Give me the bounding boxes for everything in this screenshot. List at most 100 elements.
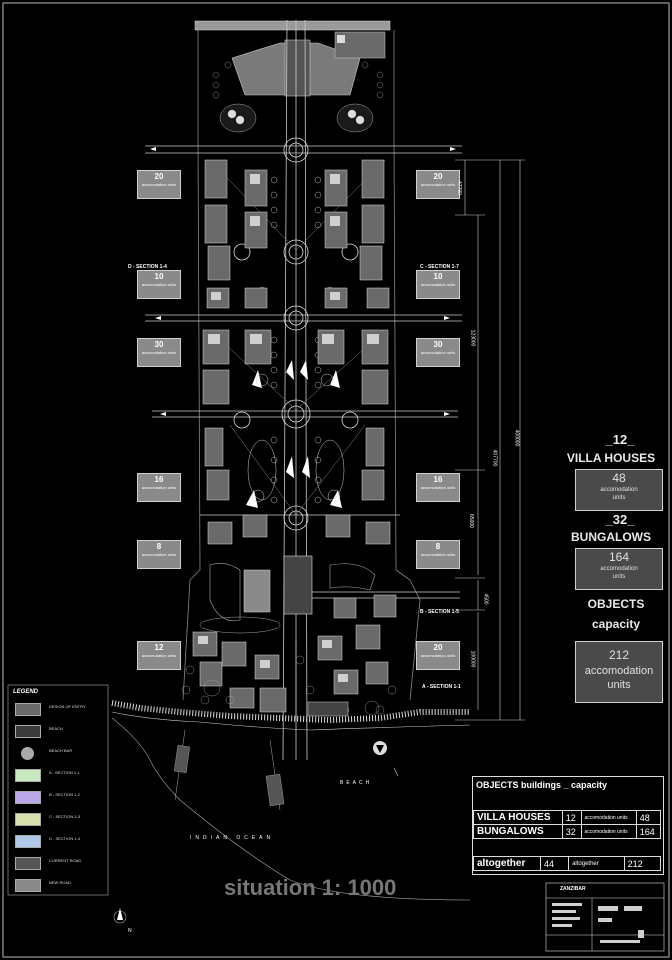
section-text: accomodation units bbox=[420, 653, 456, 658]
section-tag-a: A - SECTION 1-1 bbox=[422, 684, 461, 690]
dimension-text: 407700 bbox=[491, 449, 498, 467]
table-row: VILLA HOUSES 12 accomodation units 48 bbox=[473, 810, 662, 825]
legend-label: D - SECTION 1-4 bbox=[49, 836, 81, 841]
title-block-project: ZANZIBAR bbox=[560, 886, 586, 892]
total-units-text: accomodation units bbox=[584, 665, 654, 691]
site-outline-left bbox=[182, 30, 201, 701]
dimension-text: 123000 bbox=[469, 329, 476, 347]
legend-item: DESIGN OF ENTRY bbox=[15, 700, 110, 718]
bungalow-units-box: 164 accomodation units bbox=[575, 548, 663, 590]
legend-item: NEW ROAD bbox=[15, 876, 110, 894]
section-text: accomodation units bbox=[420, 282, 456, 287]
ocean-label: INDIAN OCEAN bbox=[190, 835, 275, 841]
legend-frame bbox=[7, 684, 109, 896]
total-units: 212 bbox=[623, 856, 662, 871]
dimension-lines bbox=[455, 159, 525, 721]
summary-table-frame: OBJECTS buildings _ capacity bbox=[472, 776, 664, 875]
dimension-text: 4500 bbox=[482, 593, 489, 605]
dimension-text: 100000 bbox=[469, 650, 476, 668]
total-units-box: 212 accomodation units bbox=[575, 641, 663, 703]
row-unit-text: accomodation units bbox=[580, 810, 637, 825]
legend-title: LEGEND bbox=[13, 689, 39, 695]
summary-total: altogether 44 altogether 212 bbox=[473, 856, 662, 871]
section-text: accomodation units bbox=[141, 552, 177, 557]
cross-roads bbox=[145, 145, 462, 599]
north-label: N bbox=[128, 928, 132, 934]
total-units: 212 bbox=[608, 648, 630, 662]
total-unit-text: altogether bbox=[568, 856, 625, 871]
bungalow-count: _32_ bbox=[605, 512, 635, 527]
capacity-label: capacity bbox=[591, 617, 641, 631]
section-number: 20 bbox=[433, 172, 443, 181]
section-tag-b: B - SECTION 1-5 bbox=[420, 609, 459, 615]
section-number: 8 bbox=[435, 542, 441, 551]
dimension-text: 400000 bbox=[513, 429, 520, 447]
dimension-text: 47700 bbox=[455, 181, 462, 195]
beach-bar-icon bbox=[21, 747, 34, 760]
table-row-total: altogether 44 altogether 212 bbox=[473, 856, 662, 871]
total-name: altogether bbox=[473, 856, 541, 871]
summary-table: VILLA HOUSES 12 accomodation units 48 BU… bbox=[473, 810, 662, 839]
row-count: 32 bbox=[561, 824, 582, 839]
section-text: accomodation units bbox=[141, 350, 177, 355]
section-text: accomodation units bbox=[141, 653, 177, 658]
legend-item: D - SECTION 1-4 bbox=[15, 832, 110, 850]
section-number: 16 bbox=[433, 475, 443, 484]
legend-label: NEW ROAD bbox=[49, 880, 71, 885]
villa-units: 48 bbox=[612, 471, 626, 485]
section-number: 16 bbox=[154, 475, 164, 484]
section-number: 12 bbox=[154, 643, 164, 652]
legend-label: A - SECTION 1-1 bbox=[49, 770, 80, 775]
table-row: BUNGALOWS 32 accomodation units 164 bbox=[473, 824, 662, 839]
villa-units-box: 48 accomodation units bbox=[575, 469, 663, 511]
dimension-text: 65000 bbox=[467, 514, 474, 528]
legend-item: BEACH BAR bbox=[15, 744, 110, 762]
legend-swatch bbox=[15, 835, 41, 848]
row-count: 12 bbox=[561, 810, 582, 825]
legend-item: BEACH bbox=[15, 722, 110, 740]
section-text: accomodation units bbox=[141, 182, 177, 187]
legend-label: CURRENT ROAD bbox=[49, 858, 82, 863]
site-outline-right bbox=[393, 30, 421, 701]
section-text: accomodation units bbox=[420, 552, 456, 557]
objects-label: OBJECTS bbox=[587, 597, 645, 611]
legend-label: BEACH bbox=[49, 726, 63, 731]
legend-item: B - SECTION 1-2 bbox=[15, 788, 110, 806]
legend-label: C - SECTION 1-3 bbox=[49, 814, 81, 819]
row-units: 164 bbox=[635, 824, 662, 839]
section-text: accomodation units bbox=[141, 485, 177, 490]
row-units: 48 bbox=[635, 810, 662, 825]
legend-item: A - SECTION 1-1 bbox=[15, 766, 110, 784]
section-tag-d: D - SECTION 1-4 bbox=[128, 264, 167, 270]
title-block bbox=[545, 882, 665, 952]
section-number: 8 bbox=[156, 542, 162, 551]
legend-swatch bbox=[15, 725, 41, 738]
bungalow-label: BUNGALOWS bbox=[571, 530, 651, 544]
legend-label: B - SECTION 1-2 bbox=[49, 792, 80, 797]
legend-item: C - SECTION 1-3 bbox=[15, 810, 110, 828]
roundabouts bbox=[233, 137, 359, 531]
villa-units-text: accomodation units bbox=[600, 487, 638, 501]
legend-item: CURRENT ROAD bbox=[15, 854, 110, 872]
legend-swatch bbox=[15, 879, 41, 892]
row-name: VILLA HOUSES bbox=[473, 810, 563, 825]
section-tag-c: C - SECTION 1-7 bbox=[420, 264, 459, 270]
bungalow-units-text: accomodation units bbox=[600, 566, 638, 580]
section-number: 20 bbox=[154, 172, 164, 181]
section-number: 10 bbox=[154, 272, 164, 281]
section-text: accomodation units bbox=[420, 485, 456, 490]
villa-count: _12_ bbox=[605, 432, 635, 447]
bungalow-units: 164 bbox=[608, 550, 630, 564]
total-count: 44 bbox=[539, 856, 570, 871]
section-text: accomodation units bbox=[420, 182, 456, 187]
legend-swatch bbox=[15, 703, 41, 716]
legend-label: DESIGN OF ENTRY bbox=[49, 704, 86, 709]
